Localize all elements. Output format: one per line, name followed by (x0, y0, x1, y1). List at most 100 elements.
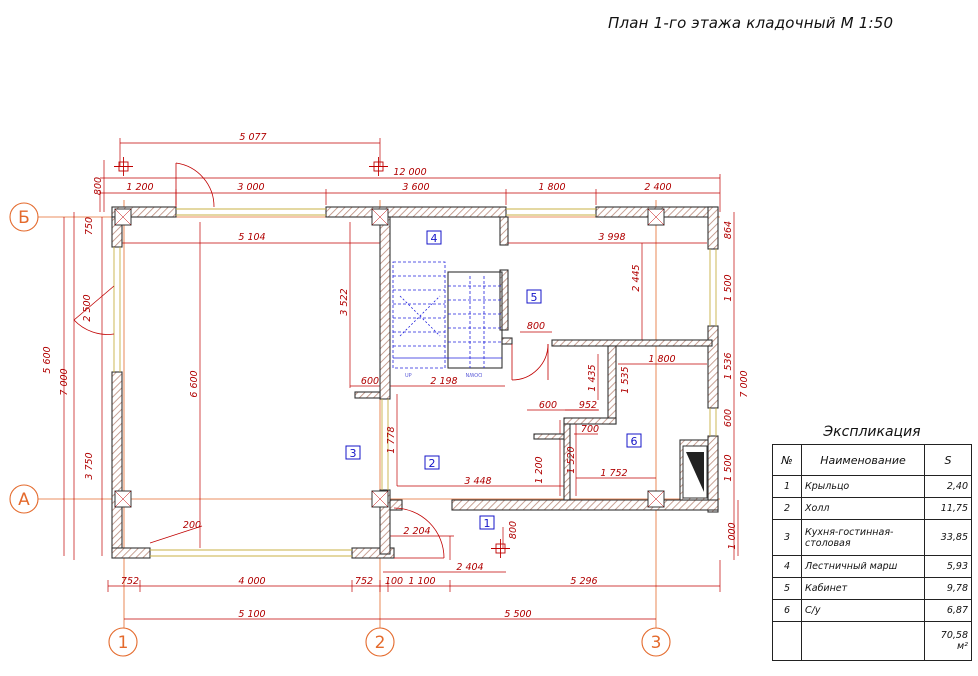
staircase (392, 261, 503, 369)
dim-text: 800 (508, 521, 519, 539)
room-number-3: 3 (350, 447, 357, 460)
dim-text: 3 998 (598, 232, 625, 243)
walls (111, 206, 719, 559)
row-name: С/у (801, 599, 925, 622)
axis-label-3: 3 (651, 633, 662, 653)
room-number-5: 5 (531, 291, 538, 304)
dim-text: 200 (183, 520, 201, 531)
dim-text: 750 (84, 217, 95, 235)
dim-text: 1 000 (727, 522, 738, 549)
dim-text: 1 778 (386, 426, 397, 453)
dim-text: 600 (361, 376, 379, 387)
row-area: 5,93 (924, 555, 972, 578)
dim-text: 1 800 (538, 182, 565, 193)
bathroom-fixture (682, 445, 708, 499)
row-name: Крыльцо (801, 475, 925, 498)
room-number-2: 2 (429, 457, 436, 470)
explication-caption: Экспликация (823, 424, 921, 440)
dim-text: 1 500 (723, 274, 734, 301)
row-num: 3 (772, 519, 802, 556)
row-num: 5 (772, 577, 802, 600)
plan-title: План 1-го этажа кладочный М 1:50 (608, 14, 894, 32)
table-row: 3 Кухня-гостинная-столовая 33,85 (772, 519, 972, 556)
windows (113, 208, 717, 557)
dim-text: 5 296 (570, 576, 597, 587)
row-num: 1 (772, 475, 802, 498)
dim-text: 1 435 (587, 364, 598, 391)
dim-text: 1 200 (534, 456, 545, 483)
table-row: 2 Холл 11,75 (772, 497, 972, 520)
explication-total-row: 70,58 м² (772, 621, 972, 661)
dim-text: 5 104 (238, 232, 265, 243)
row-num: 4 (772, 555, 802, 578)
row-name: Кухня-гостинная-столовая (801, 519, 925, 556)
dim-text: 5 500 (504, 609, 531, 620)
room-number-6: 6 (631, 435, 638, 448)
axis-label-b: Б (18, 208, 30, 228)
stair-up-label: UP (405, 373, 412, 379)
axis-label-2: 2 (375, 633, 386, 653)
explication-grid: № Наименование S 1 Крыльцо 2,40 2 Холл 1… (772, 444, 972, 661)
dim-text: 1 500 (723, 454, 734, 481)
dim-text: 752 (121, 576, 139, 587)
explication-header-row: № Наименование S (772, 444, 972, 476)
dim-text: 1 536 (723, 352, 734, 379)
header-num: № (772, 444, 802, 476)
dim-text: 1 535 (620, 366, 631, 393)
room-number-4: 4 (431, 232, 438, 245)
dim-text: 12 000 (393, 167, 426, 178)
dim-text: 2 445 (631, 264, 642, 291)
header-area: S (924, 444, 972, 476)
dim-text: 600 (723, 409, 734, 427)
table-row: 1 Крыльцо 2,40 (772, 475, 972, 498)
axis-bubble-2 (365, 627, 395, 657)
dim-text: 1 800 (648, 354, 675, 365)
room-number-1: 1 (484, 517, 491, 530)
dim-text: 952 (579, 400, 597, 411)
door-swings (73, 162, 549, 559)
dim-text: 3 522 (339, 288, 350, 315)
row-area: 33,85 (924, 519, 972, 556)
dim-text: 1 100 (408, 576, 435, 587)
dim-text: 2 204 (403, 526, 430, 537)
dim-text: 3 000 (237, 182, 264, 193)
axis-label-1: 1 (118, 633, 129, 653)
row-num: 6 (772, 599, 802, 622)
axis-bubble-b (9, 202, 39, 232)
dim-text: 1 200 (126, 182, 153, 193)
row-name: Холл (801, 497, 925, 520)
column-markers (114, 157, 510, 558)
table-row: 4 Лестничный марш 5,93 (772, 555, 972, 578)
row-name: Лестничный марш (801, 555, 925, 578)
dim-text: 800 (93, 177, 104, 195)
dim-text: 5 600 (42, 346, 53, 373)
dim-text: 1 520 (566, 446, 577, 473)
dim-text: 2 404 (456, 562, 483, 573)
dimension-texts: 5 077 800 12 000 1 200 3 000 3 600 1 800… (42, 132, 750, 620)
stair-down-label: DOWN (465, 371, 482, 377)
explication-table: Экспликация № Наименование S 1 Крыльцо 2… (772, 424, 972, 661)
table-row: 6 С/у 6,87 (772, 599, 972, 622)
dim-text: 2 500 (82, 294, 93, 321)
dim-text: 3 448 (464, 476, 491, 487)
room-number-boxes (345, 230, 642, 530)
dim-text: 800 (527, 321, 545, 332)
dim-text: 864 (723, 221, 734, 239)
row-name: Кабинет (801, 577, 925, 600)
dim-text: 3 600 (402, 182, 429, 193)
dim-text: 1 752 (600, 468, 627, 479)
dim-text: 3 750 (84, 452, 95, 479)
total-area: 70,58 м² (924, 621, 972, 661)
dim-text: 2 198 (430, 376, 457, 387)
dim-text: 600 (539, 400, 557, 411)
axis-lines (38, 200, 720, 628)
dim-text: 4 000 (238, 576, 265, 587)
axis-bubble-a (9, 484, 39, 514)
axis-bubble-3 (641, 627, 671, 657)
axis-bubble-1 (108, 627, 138, 657)
row-area: 11,75 (924, 497, 972, 520)
dim-text: 5 077 (239, 132, 266, 143)
table-row: 5 Кабинет 9,78 (772, 577, 972, 600)
dim-text: 100 (385, 576, 403, 587)
